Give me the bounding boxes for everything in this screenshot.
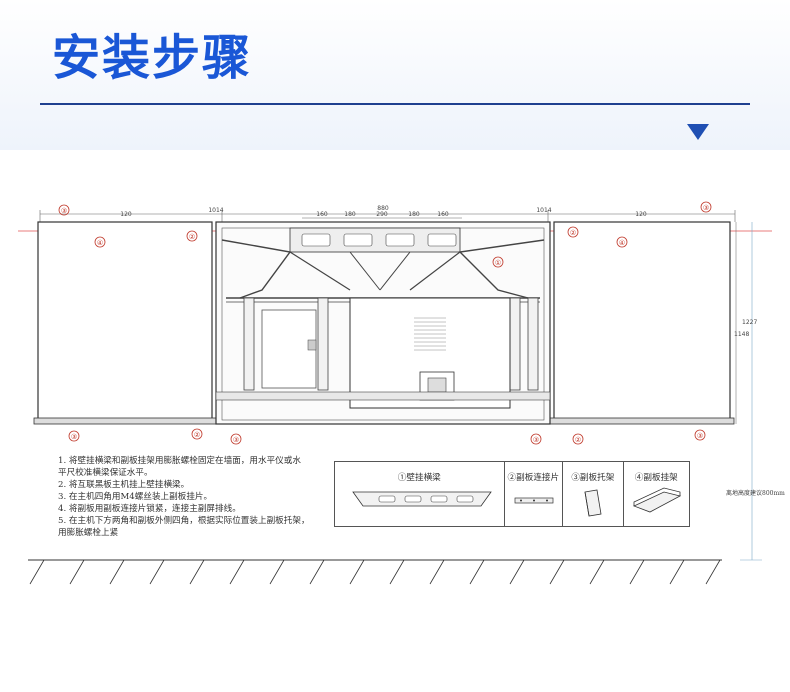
dim-seg-d: 180 xyxy=(408,211,420,218)
svg-text:③: ③ xyxy=(61,207,67,215)
step-line: 平尺校准横梁保证水平。 xyxy=(58,468,153,478)
svg-text:③: ③ xyxy=(703,204,709,212)
callout-center-1: ① xyxy=(492,256,504,268)
svg-text:②: ② xyxy=(575,436,581,444)
svg-text:④: ④ xyxy=(97,239,103,247)
step-line: 1. 将壁挂横梁和副板挂架用膨胀螺栓固定在墙面，用水平仪或水 xyxy=(58,456,301,466)
right-side-board xyxy=(553,221,731,423)
dim-seg-c: 290 xyxy=(376,211,388,218)
legend-label-wall-beam: ①壁挂横梁 xyxy=(397,473,441,483)
title-underline xyxy=(40,103,750,105)
legend-label-connector: ②副板连接片 xyxy=(507,473,560,483)
svg-text:③: ③ xyxy=(71,433,77,441)
legend-part-support: ③副板托架 xyxy=(563,462,624,526)
step-line: 3. 在主机四角用M4螺丝装上副板挂片。 xyxy=(58,492,213,502)
callout-top-left-3: ③ xyxy=(58,204,70,216)
legend-label-support: ③副板托架 xyxy=(571,473,615,483)
svg-text:①: ① xyxy=(495,259,501,267)
svg-text:③: ③ xyxy=(697,432,703,440)
legend-part-wall-beam: ①壁挂横梁 xyxy=(335,462,505,526)
dim-left-span: 1014 xyxy=(208,207,223,214)
dim-left-bracket: 120 xyxy=(120,211,132,218)
svg-text:②: ② xyxy=(189,233,195,241)
dim-height-outer: 1227 xyxy=(742,319,757,326)
dim-overall: 880 xyxy=(377,205,389,212)
callout-left-4: ④ xyxy=(94,236,106,248)
callout-bottom-mid-3: ③ xyxy=(230,433,242,445)
truss-right xyxy=(458,239,545,299)
connector-plate-icon xyxy=(514,497,553,504)
svg-text:④: ④ xyxy=(619,239,625,247)
installation-drawing: 1014 1014 880 160 180 290 180 160 120 12… xyxy=(18,201,772,585)
dim-seg-a: 160 xyxy=(316,211,328,218)
step-line: 4. 将副板用副板连接片锁紧，连接主副屏排线。 xyxy=(58,504,241,514)
floor-hatch xyxy=(29,559,721,585)
callout-bottom-right-2: ② xyxy=(572,433,584,445)
callout-bottom-left-3: ③ xyxy=(68,430,80,442)
left-module xyxy=(261,309,317,389)
callout-bottom-right-3b: ③ xyxy=(694,429,706,441)
left-side-board xyxy=(37,221,213,423)
legend-part-hanger: ④副板挂架 xyxy=(624,462,689,526)
dim-height-inner: 1148 xyxy=(734,331,749,338)
callout-bottom-right-3a: ③ xyxy=(530,433,542,445)
parts-legend: ①壁挂横梁 ②副板连接片 ③副板托架 ④副板挂架 xyxy=(334,461,690,527)
svg-text:③: ③ xyxy=(533,436,539,444)
callout-top-right-3: ③ xyxy=(700,201,712,213)
page-title: 安装步骤 xyxy=(52,30,253,86)
support-bracket-icon xyxy=(584,489,602,517)
hanger-bracket-icon xyxy=(632,487,681,513)
floor-height-note: 离地高度建议800mm xyxy=(726,490,785,497)
callout-bottom-mid-2: ② xyxy=(191,428,203,440)
installation-steps: 1. 将壁挂横梁和副板挂架用膨胀螺栓固定在墙面，用水平仪或水 平尺校准横梁保证水… xyxy=(58,455,318,539)
dim-right-bracket: 120 xyxy=(635,211,647,218)
callout-left-2: ② xyxy=(186,230,198,242)
dim-right-span: 1014 xyxy=(536,207,551,214)
svg-text:②: ② xyxy=(570,229,576,237)
callout-right-2: ② xyxy=(567,226,579,238)
dim-seg-b: 180 xyxy=(344,211,356,218)
header-band: 安装步骤 xyxy=(0,0,790,150)
wall-beam-icon xyxy=(352,491,492,507)
step-line: 5. 在主机下方两角和副板外侧四角，根据实际位置装上副板托架， xyxy=(58,516,310,526)
legend-label-hanger: ④副板挂架 xyxy=(634,473,678,483)
step-line: 用膨胀螺栓上紧 xyxy=(58,528,119,538)
legend-part-connector: ②副板连接片 xyxy=(505,462,564,526)
down-triangle-icon xyxy=(687,124,709,140)
truss-left xyxy=(221,239,292,299)
svg-text:②: ② xyxy=(194,431,200,439)
callout-right-4: ④ xyxy=(616,236,628,248)
step-line: 2. 将互联黑板主机挂上壁挂横梁。 xyxy=(58,480,190,490)
dim-seg-e: 160 xyxy=(437,211,449,218)
vent-grid xyxy=(414,317,446,351)
svg-text:③: ③ xyxy=(233,436,239,444)
